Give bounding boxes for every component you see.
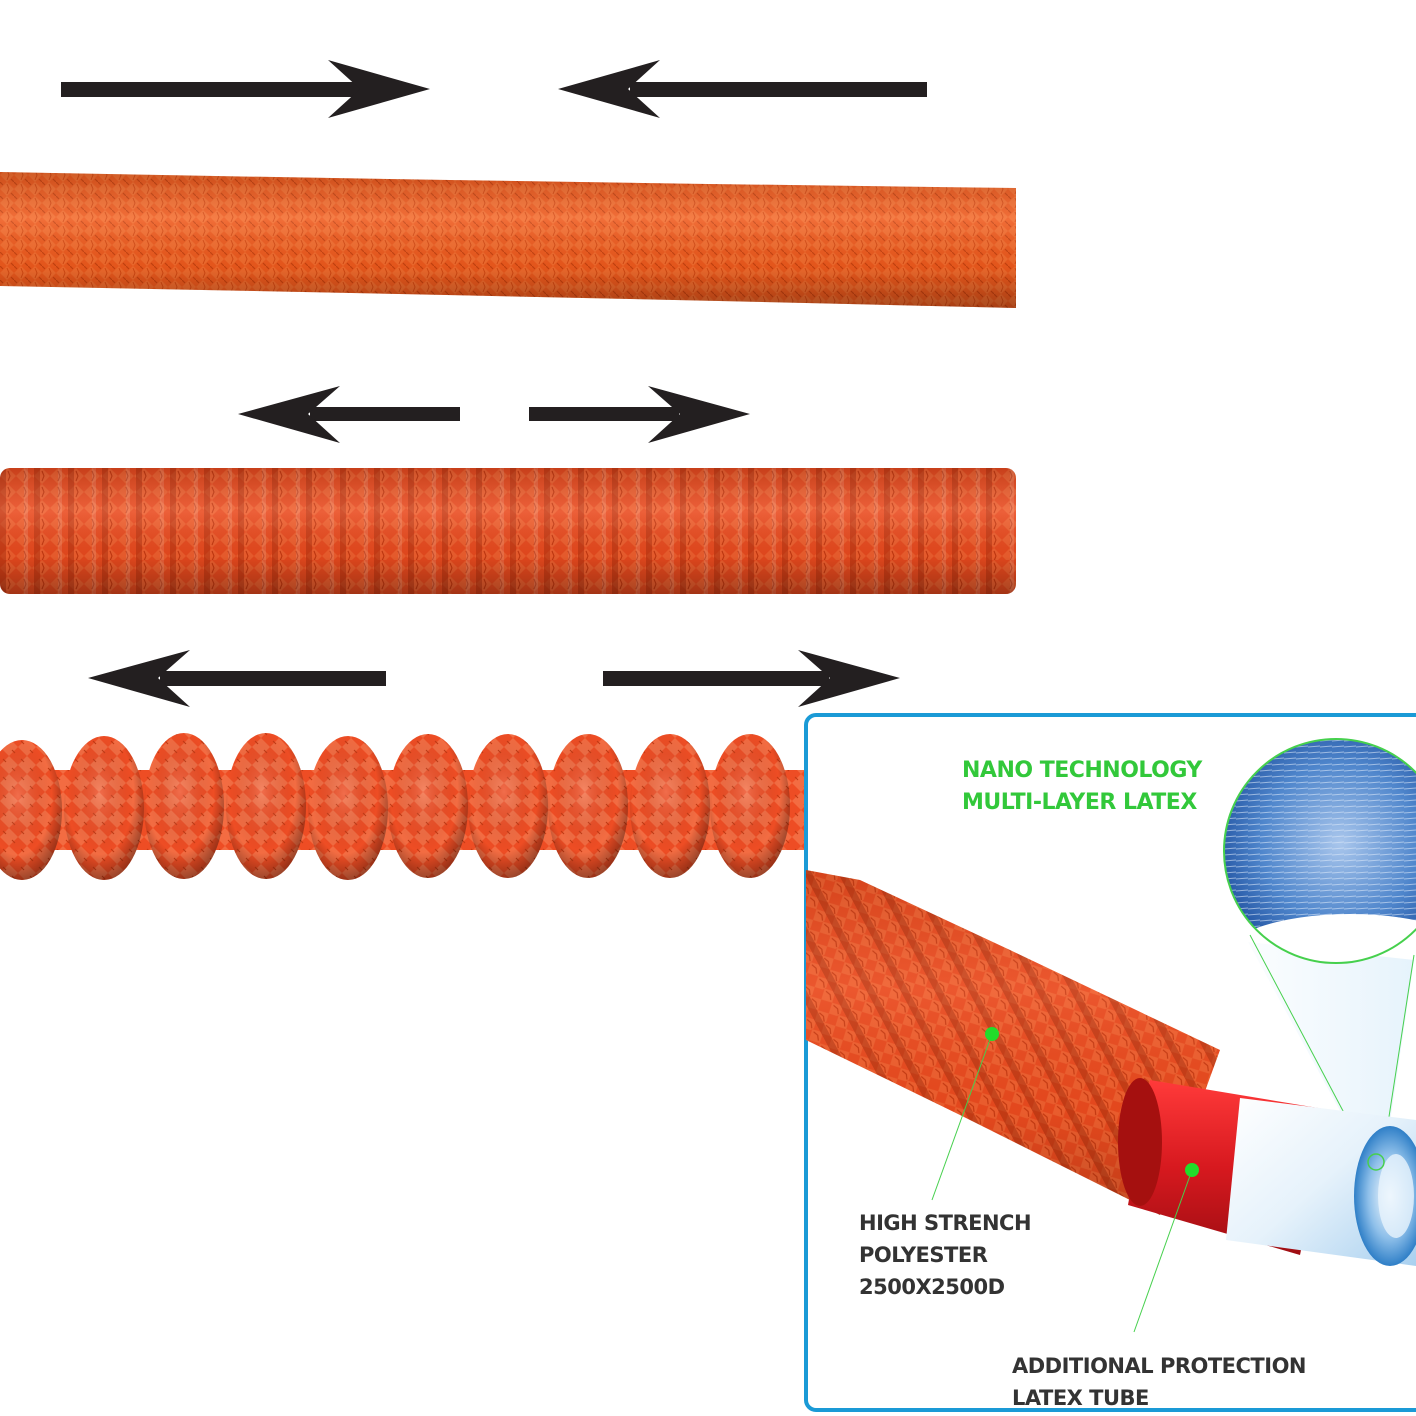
arrow-right-icon xyxy=(603,650,900,707)
arrow-right-icon xyxy=(61,60,430,118)
callout-dot xyxy=(985,1027,999,1041)
callout-dot xyxy=(1185,1163,1199,1177)
compressed-hose xyxy=(0,172,1016,308)
label-line: HIGH STRENCH xyxy=(859,1211,1032,1235)
polyester-label: HIGH STRENCH POLYESTER 2500X2500D xyxy=(859,1207,1032,1303)
arrow-left-icon xyxy=(238,386,460,443)
title-line: NANO TECHNOLOGY xyxy=(962,758,1202,783)
arrow-left-icon xyxy=(558,60,927,118)
hose-layer-diagram xyxy=(804,713,1416,1412)
arrow-right-icon xyxy=(529,386,750,443)
nano-technology-title: NANO TECHNOLOGY MULTI-LAYER LATEX xyxy=(962,755,1202,819)
latex-tube-label: ADDITIONAL PROTECTION LATEX TUBE xyxy=(1012,1350,1307,1414)
arrow-left-icon xyxy=(88,650,386,707)
title-line: MULTI-LAYER LATEX xyxy=(962,790,1197,815)
label-line: 2500X2500D xyxy=(859,1275,1005,1299)
label-line: POLYESTER xyxy=(859,1243,988,1267)
expanded-hose xyxy=(0,733,810,880)
label-line: LATEX TUBE xyxy=(1012,1386,1149,1410)
label-line: ADDITIONAL PROTECTION xyxy=(1012,1354,1307,1378)
partially-expanded-hose xyxy=(0,468,1016,594)
